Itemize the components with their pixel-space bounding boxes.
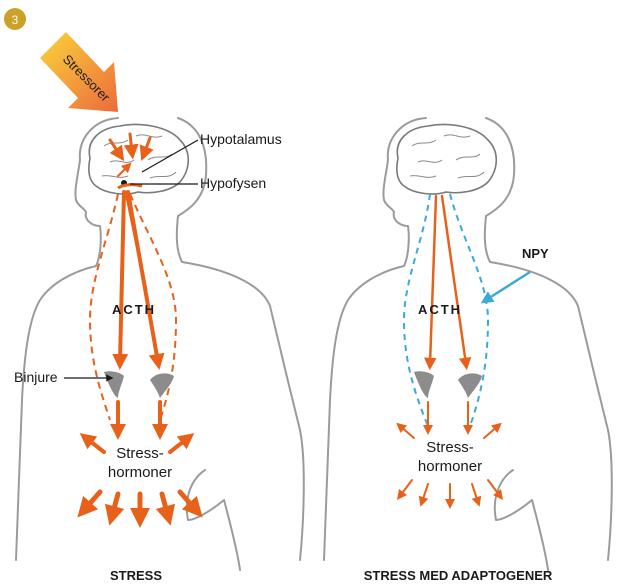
pituitary-label: Hypofysen <box>200 175 266 191</box>
step-badge: 3 <box>4 8 26 30</box>
left-bottom-arrows <box>84 492 196 518</box>
adrenal-label: Binjure <box>14 369 58 385</box>
left-panel-title: STRESS <box>110 568 162 583</box>
hypothalamus-label: Hypotalamus <box>200 131 282 147</box>
right-adrenal-gland-left <box>414 371 434 398</box>
left-adrenal-gland-left <box>104 371 124 398</box>
right-bottom-arrows <box>400 480 500 504</box>
right-adrenal-gland-right <box>458 373 482 398</box>
right-figure: ACTH NPY Stress- hormoner STRESS MED ADA… <box>324 118 612 583</box>
npy-label: NPY <box>522 246 549 261</box>
right-brain <box>397 125 496 194</box>
left-acth-pathway <box>120 192 158 362</box>
right-acth-label: ACTH <box>418 302 462 317</box>
right-hormones-line1: Stress- <box>426 439 474 456</box>
left-hormones-line2: hormoner <box>108 464 172 481</box>
right-panel-title: STRESS MED ADAPTOGENER <box>364 568 553 583</box>
npy-arrow <box>486 272 530 300</box>
left-figure: Hypotalamus Hypofysen ACTH Binjure Stres… <box>14 118 304 583</box>
stressor-arrow: Stressorer <box>40 32 118 112</box>
left-hormones-line1: Stress- <box>116 445 164 462</box>
right-hormones-line2: hormoner <box>418 458 482 475</box>
left-acth-label: ACTH <box>112 302 156 317</box>
left-adrenal-gland-right <box>150 373 174 398</box>
step-badge-number: 3 <box>12 13 19 27</box>
